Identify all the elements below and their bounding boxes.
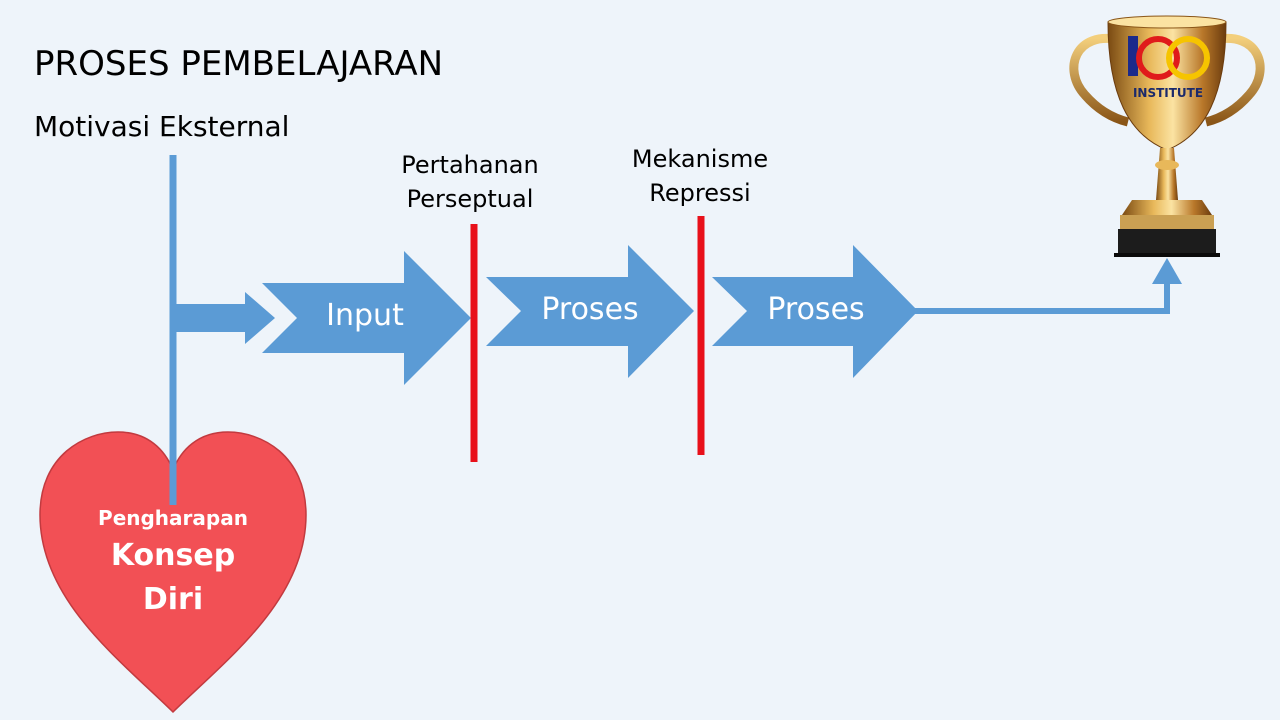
barrier-label-repressi: Mekanisme Repressi <box>620 142 780 210</box>
slide-title: PROSES PEMBELAJARAN <box>34 44 444 84</box>
trophy-logo-text: INSTITUTE <box>1132 86 1204 100</box>
motivation-label: Motivasi Eksternal <box>34 110 290 143</box>
heart-label-line2: Konsep <box>110 538 236 573</box>
input-arrow <box>262 251 471 385</box>
heart-label-line1: Pengharapan <box>98 506 248 530</box>
trophy-icon <box>1069 15 1265 257</box>
input-arrow-label: Input <box>326 298 404 333</box>
barrier-label-line2: Perseptual <box>406 185 534 213</box>
proses-arrow-1-label: Proses <box>541 292 639 327</box>
proses-arrow-2-label: Proses <box>767 292 865 327</box>
branch-arrow <box>173 292 275 344</box>
goal-connector-line <box>915 278 1170 314</box>
heart-label-line3: Diri <box>142 582 204 617</box>
barrier-label-line1: Pertahanan <box>401 151 539 179</box>
goal-arrowhead <box>1152 258 1182 284</box>
barrier-label-line2: Repressi <box>649 179 751 207</box>
barrier-label-line1: Mekanisme <box>631 145 769 173</box>
proses-arrow-2 <box>712 245 918 378</box>
proses-arrow-1 <box>486 245 694 378</box>
barrier-label-perseptual: Pertahanan Perseptual <box>390 148 550 216</box>
